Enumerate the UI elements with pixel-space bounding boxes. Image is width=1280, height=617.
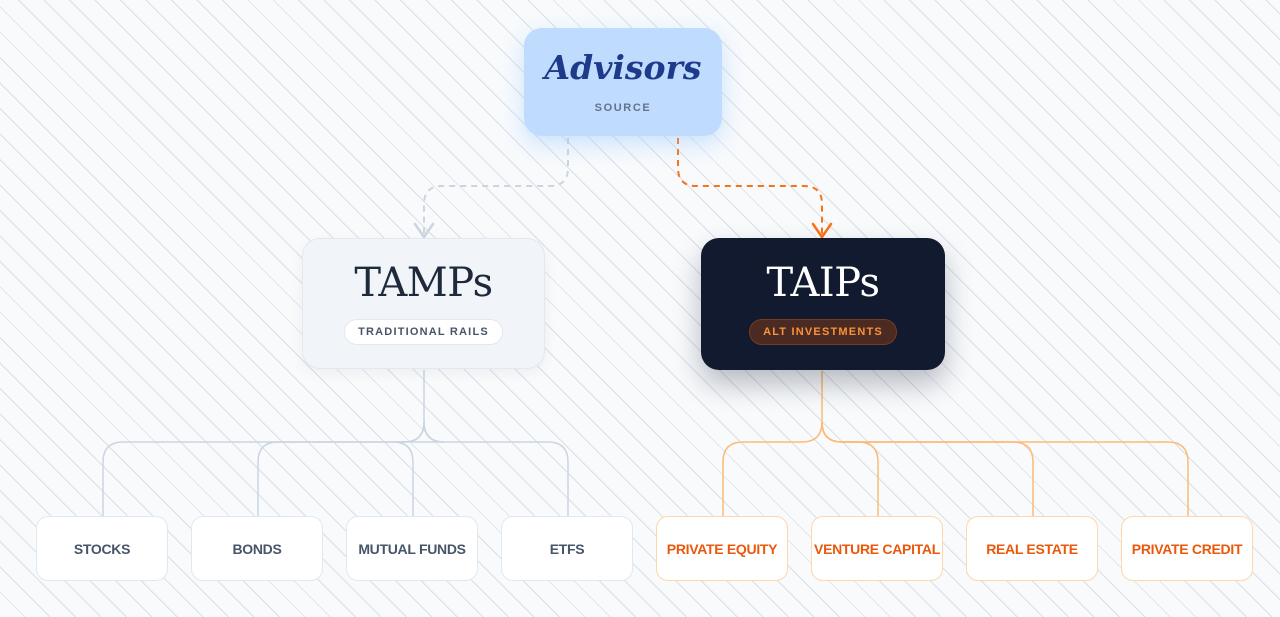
tamps-node[interactable]: TAMPs TRADITIONAL RAILS	[302, 238, 545, 369]
leaf-real-estate[interactable]: REAL ESTATE	[966, 516, 1098, 581]
leaf-mutual-funds[interactable]: MUTUAL FUNDS	[346, 516, 478, 581]
advisors-subtitle: SOURCE	[594, 101, 652, 114]
source-to-tamps-arrow	[423, 138, 569, 234]
taips-tree-lines	[722, 371, 1189, 516]
advisors-title: Advisors	[544, 47, 702, 87]
taips-title: TAIPs	[766, 260, 880, 306]
advisors-node[interactable]: Advisors SOURCE	[524, 28, 722, 136]
source-to-tamps-arrowhead	[413, 222, 435, 239]
leaf-etfs[interactable]: ETFS	[501, 516, 633, 581]
tamps-title: TAMPs	[354, 259, 493, 306]
leaf-private-equity[interactable]: PRIVATE EQUITY	[656, 516, 788, 581]
taips-tag: ALT INVESTMENTS	[749, 319, 897, 345]
taips-node[interactable]: TAIPs ALT INVESTMENTS	[701, 238, 945, 370]
tamps-tag: TRADITIONAL RAILS	[344, 318, 503, 345]
tamps-tree-lines	[102, 370, 569, 516]
leaf-private-credit[interactable]: PRIVATE CREDIT	[1121, 516, 1253, 581]
leaf-venture-capital[interactable]: VENTURE CAPITAL	[811, 516, 943, 581]
source-to-taips-arrow	[677, 138, 823, 234]
leaf-stocks[interactable]: STOCKS	[36, 516, 168, 581]
leaf-bonds[interactable]: BONDS	[191, 516, 323, 581]
source-to-taips-arrowhead	[811, 222, 833, 239]
